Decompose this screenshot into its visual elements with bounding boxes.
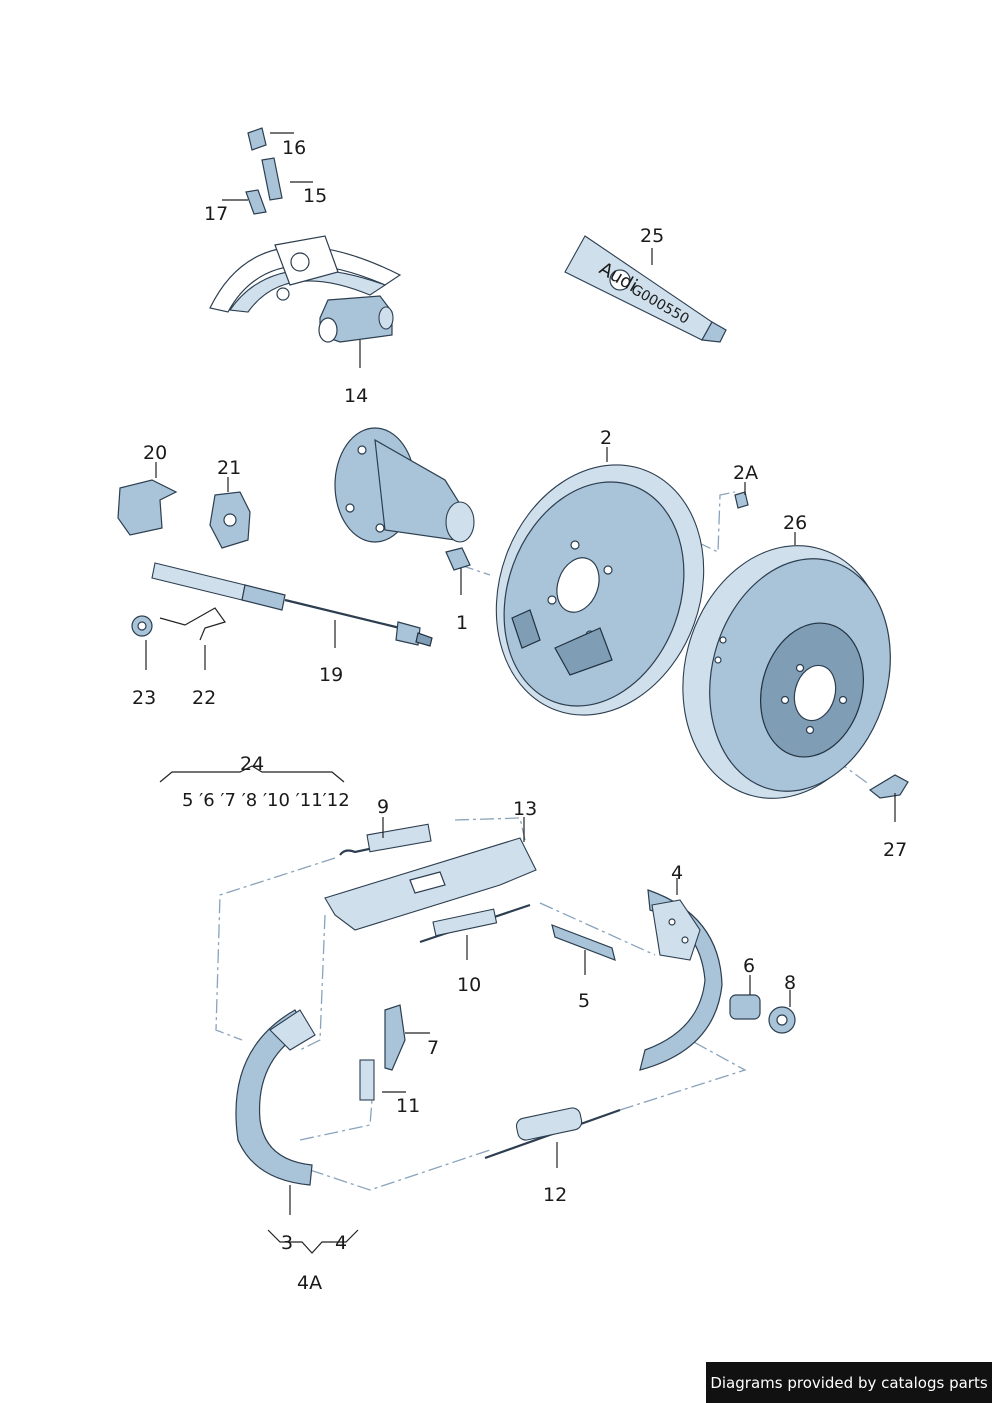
- bracket-20-icon: [117, 479, 178, 536]
- callout-7: 7: [427, 1037, 439, 1059]
- callout-22: 22: [192, 687, 216, 709]
- wheel-hub: [334, 427, 475, 571]
- callout-26: 26: [783, 512, 807, 534]
- vw-logo-icon: [609, 269, 631, 291]
- callout-25: 25: [640, 225, 664, 247]
- spring-6-icon: [729, 994, 761, 1020]
- callout-17: 17: [204, 203, 228, 225]
- screw-icon: [868, 774, 909, 799]
- callout-12: 12: [543, 1184, 567, 1206]
- callout-4-lower: 4: [335, 1232, 347, 1254]
- callout-14: 14: [344, 385, 368, 407]
- pin-icon: [551, 924, 616, 961]
- callout-24: 24: [240, 753, 264, 775]
- callout-4-upper: 4: [671, 862, 683, 884]
- callout-labels: 16 15 17 14 25 2 2A 26 20 21 1 19 23 22 …: [132, 137, 907, 1294]
- callout-15: 15: [303, 185, 327, 207]
- callout-11: 11: [396, 1095, 420, 1117]
- callout-3: 3: [281, 1232, 293, 1254]
- adjuster-and-springs: [324, 823, 616, 961]
- plug-icon: [734, 491, 749, 509]
- callout-8: 8: [784, 972, 796, 994]
- callout-27: 27: [883, 839, 907, 861]
- callout-10: 10: [457, 974, 481, 996]
- brake-drum: [682, 545, 909, 799]
- grease-tube: Audi G000550: [564, 235, 727, 343]
- backing-plate: [495, 464, 749, 716]
- bleeder-screw-icon: [261, 157, 283, 201]
- spring-12: [484, 1107, 621, 1160]
- callout-19: 19: [319, 664, 343, 686]
- callout-2: 2: [600, 427, 612, 449]
- spring-11-icon: [359, 1059, 375, 1101]
- wheel-cylinder-icon: [319, 295, 393, 343]
- callout-20: 20: [143, 442, 167, 464]
- callout-6: 6: [743, 955, 755, 977]
- callout-21: 21: [217, 457, 241, 479]
- callout-5: 5: [578, 990, 590, 1012]
- callout-16: 16: [282, 137, 306, 159]
- brake-shoe-right: [639, 889, 796, 1071]
- lever-icon: [384, 1004, 406, 1071]
- callout-23: 23: [132, 687, 156, 709]
- attribution-badge[interactable]: Diagrams provided by catalogs parts: [706, 1362, 992, 1403]
- leader-lines: [145, 132, 896, 1254]
- callout-13: 13: [513, 798, 537, 820]
- callout-4a: 4A: [297, 1272, 322, 1294]
- bolt-icon: [245, 189, 267, 215]
- brake-shoe-left: [235, 1009, 316, 1186]
- handbrake-cable: [131, 562, 433, 647]
- wheel-cylinder-backing-section: [209, 127, 402, 343]
- callout-9: 9: [377, 796, 389, 818]
- bleeder-cap-icon: [247, 127, 267, 151]
- callout-2a: 2A: [733, 462, 758, 484]
- nut-icon: [445, 547, 471, 571]
- callout-1: 1: [456, 612, 468, 634]
- cable-brackets: [117, 479, 251, 549]
- callout-24-kit: 5 ′6 ′7 ′8 ′10 ′11′12: [182, 790, 350, 811]
- lever-and-spring: [359, 1004, 406, 1101]
